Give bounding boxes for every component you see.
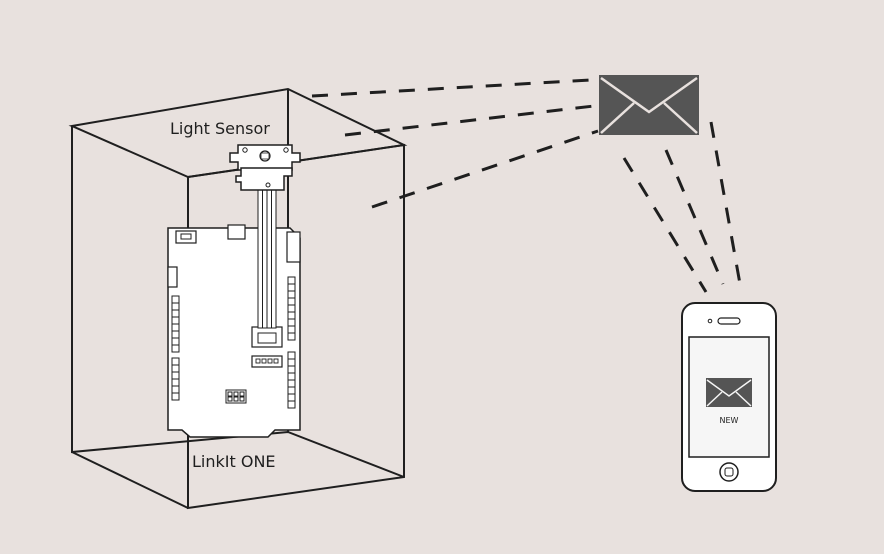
- left-pin-header: [171, 295, 180, 401]
- notification-new-label: NEW: [720, 416, 739, 425]
- screen-envelope-icon: [706, 378, 752, 407]
- signal-dashes-to-phone: [622, 121, 742, 293]
- light-sensor-label: Light Sensor: [170, 119, 270, 138]
- signal-dashes-to-envelope: [311, 78, 599, 209]
- envelope-icon: [599, 75, 699, 135]
- sensor-cable: [257, 189, 277, 329]
- speaker-slot: [717, 317, 741, 325]
- icsp-header: [225, 389, 247, 404]
- home-button-icon: [719, 462, 739, 482]
- front-camera-icon: [707, 318, 713, 324]
- smartphone-icon: NEW: [681, 302, 777, 492]
- linkit-one-label: LinkIt ONE: [192, 452, 276, 471]
- linkit-one-board: [167, 224, 301, 438]
- light-sensor-module: [229, 144, 301, 191]
- right-pin-header: [287, 276, 296, 409]
